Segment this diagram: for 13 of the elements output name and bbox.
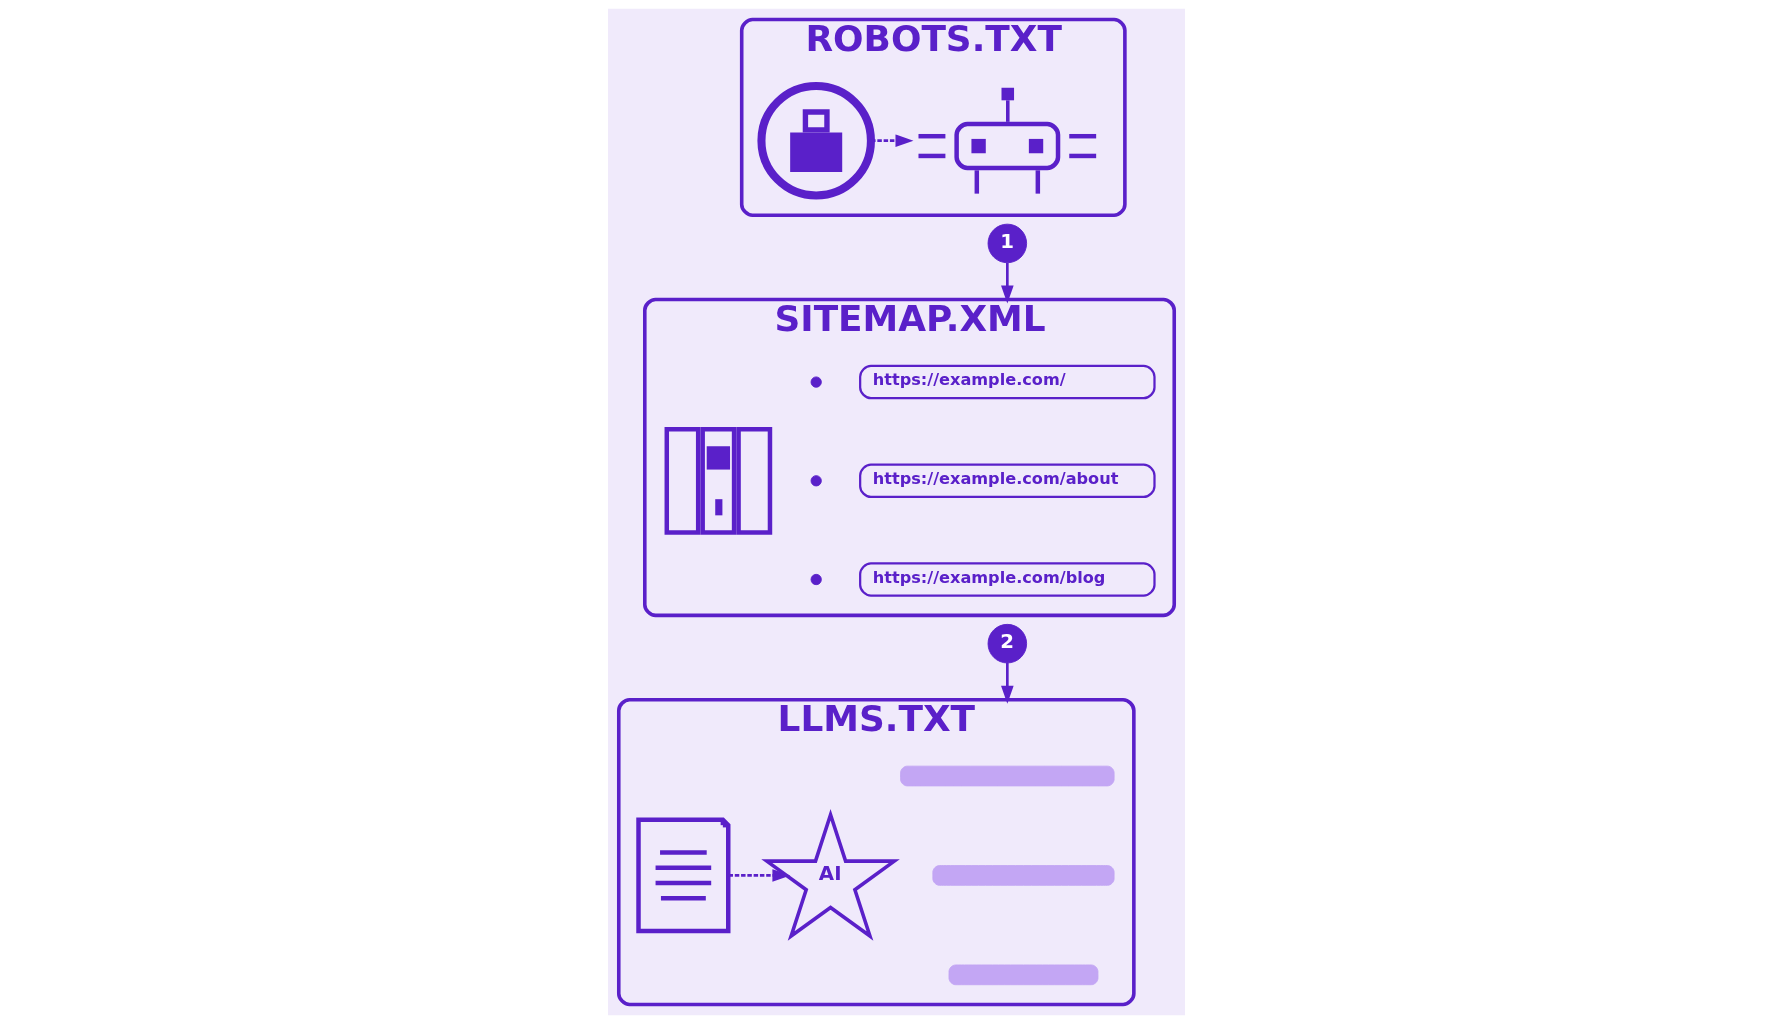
arrow bbox=[728, 869, 790, 882]
cluster: ROBOTS.TXT bbox=[739, 17, 1127, 217]
node-box: https://example.com/blog bbox=[858, 562, 1156, 597]
node-circle: 1 bbox=[987, 223, 1027, 264]
node-circle: 2 bbox=[987, 623, 1027, 664]
node-bar bbox=[899, 765, 1115, 787]
arrow bbox=[1000, 663, 1014, 704]
node-bar bbox=[931, 865, 1115, 886]
node-box: https://example.com/about bbox=[858, 463, 1156, 499]
node-picture bbox=[756, 81, 875, 200]
node-bar bbox=[948, 964, 1098, 986]
node-box: https://example.com/ bbox=[858, 364, 1156, 400]
arrow bbox=[1000, 262, 1014, 304]
